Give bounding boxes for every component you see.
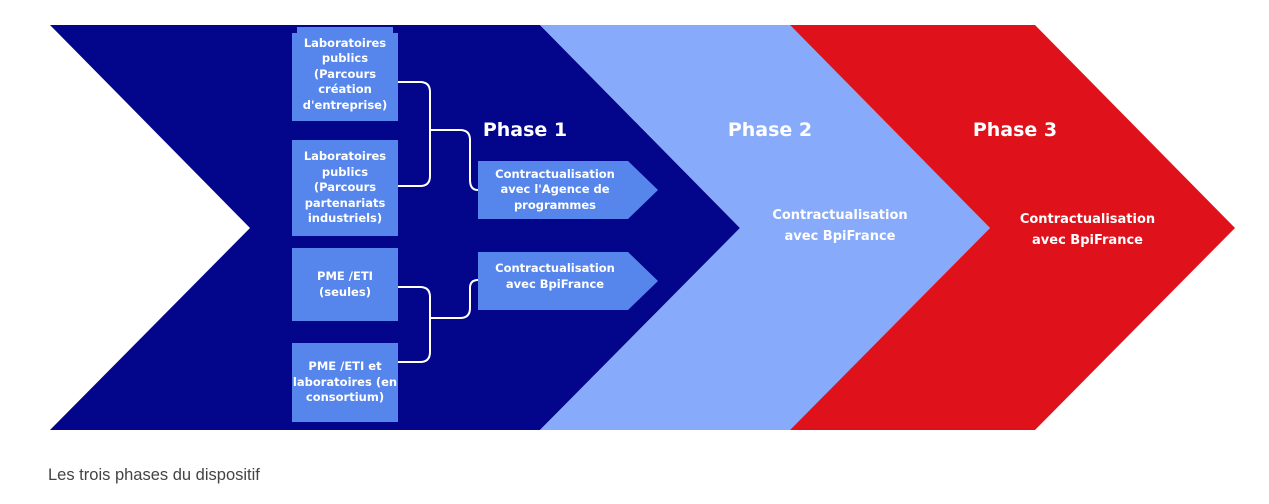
connector-lines	[398, 81, 479, 363]
source-box-3	[292, 248, 398, 321]
outcome-arrow-1	[478, 161, 658, 219]
source-label-3: PME /ETI (seules)	[317, 268, 373, 299]
source-label-2: Laboratoires publics (Parcours partenari…	[303, 149, 387, 226]
phase2-text: Contractualisation avec BpiFrance	[772, 208, 908, 244]
source-box-4	[292, 343, 398, 422]
source-label-1: Laboratoires publics (Parcours création …	[302, 35, 388, 112]
figure-caption: Les trois phases du dispositif	[48, 466, 260, 484]
phase3-chevron	[790, 25, 1235, 430]
source-label-4: PME /ETI et laboratoires (en consortium)	[292, 359, 398, 405]
source-box-2	[292, 140, 398, 236]
phase3-title: Phase 3	[972, 119, 1058, 142]
phase3-text: Contractualisation avec BpiFrance	[1019, 212, 1156, 248]
outcome-label-1: Contractualisation avec l'Agence de prog…	[495, 166, 615, 212]
phase2-chevron	[540, 25, 990, 430]
outcome-label-2: Contractualisation avec BpiFrance	[495, 261, 615, 291]
phase2-title: Phase 2	[727, 119, 813, 142]
outcome-arrow-2	[478, 252, 658, 310]
phase1-title: Phase 1	[482, 119, 568, 142]
source-box-1-tab	[297, 27, 393, 37]
source-box-1	[292, 33, 398, 121]
